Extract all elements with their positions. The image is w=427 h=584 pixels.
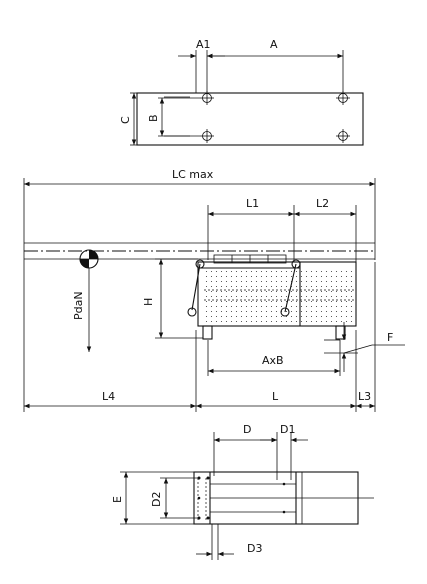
mounting-foot xyxy=(202,325,213,340)
lever-arm xyxy=(191,263,201,311)
dim-label-a: A xyxy=(270,38,278,51)
mounting-hole xyxy=(200,91,214,105)
dim-label-l3: L3 xyxy=(358,390,371,403)
dim-label-l4: L4 xyxy=(102,390,115,403)
dim-label-e: E xyxy=(111,496,124,503)
dim-label-d3: D3 xyxy=(247,542,262,555)
dim-label-a1: A1 xyxy=(196,38,211,51)
hatched-region xyxy=(204,268,354,324)
load-label-pdan: PdaN xyxy=(72,291,85,320)
load-symbol-icon xyxy=(79,249,99,269)
dim-label-l1: L1 xyxy=(246,197,259,210)
dim-label-b: B xyxy=(147,114,160,122)
dim-label-h: H xyxy=(142,298,155,306)
dim-label-d: D xyxy=(243,423,251,436)
mounting-hole xyxy=(336,91,350,105)
dim-label-d2: D2 xyxy=(150,492,163,507)
dim-label-lc-max: LC max xyxy=(172,168,214,181)
lever-arm xyxy=(284,263,297,313)
dim-label-f: F xyxy=(387,331,393,344)
mounting-hole xyxy=(200,129,214,143)
front-view: LC max L1 L2 xyxy=(23,168,405,412)
dim-label-l2: L2 xyxy=(316,197,329,210)
mounting-foot xyxy=(335,325,346,340)
dim-label-axb: AxB xyxy=(262,354,284,367)
top-view: A1 A C B xyxy=(119,38,364,146)
mounting-hole xyxy=(336,129,350,143)
dim-label-l: L xyxy=(272,390,279,403)
top-view-plate xyxy=(136,92,364,146)
bottom-view: D D1 E D2 D3 xyxy=(111,423,374,560)
jack-body xyxy=(197,261,357,327)
dim-label-c: C xyxy=(119,116,132,124)
dim-label-d1: D1 xyxy=(280,423,295,436)
